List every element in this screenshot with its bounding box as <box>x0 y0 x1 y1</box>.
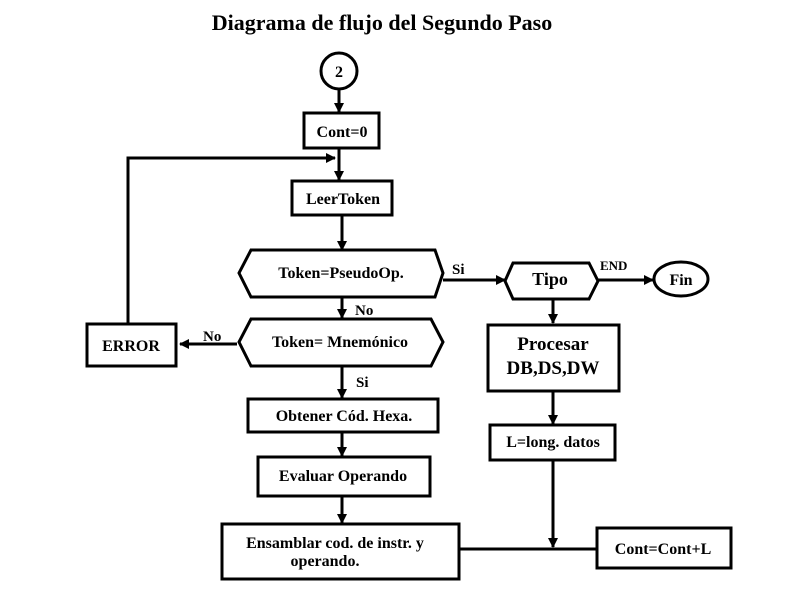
mnemonic-decision-node <box>237 317 445 368</box>
edge-labels: Si No No Si END <box>203 258 627 391</box>
read-token-node <box>290 179 394 217</box>
cont-init-label: Cont=0 <box>317 124 368 141</box>
eval-operand-node <box>256 455 432 498</box>
pseudo-yes-label: Si <box>452 262 465 278</box>
pseudo-decision-label: Token=PseudoOp. <box>278 265 403 282</box>
mnemonic-decision-label: Token= Mnemónico <box>272 334 408 351</box>
connector-node <box>319 51 359 91</box>
error-node <box>85 322 178 368</box>
node-labels: 2 Cont=0 LeerToken Token=PseudoOp. Token… <box>102 64 711 570</box>
nodes <box>85 51 733 581</box>
pseudo-decision-node <box>237 248 445 299</box>
process-label-line2: DB,DS,DW <box>507 358 600 379</box>
length-label: L=long. datos <box>506 434 600 451</box>
assemble-node <box>220 522 461 581</box>
process-node <box>486 323 621 393</box>
cont-init-node <box>302 111 381 150</box>
read-token-label: LeerToken <box>306 191 380 208</box>
assemble-label-line2: operando. <box>291 553 360 570</box>
type-end-label: END <box>600 258 627 273</box>
mnemonic-yes-label: Si <box>356 375 369 391</box>
type-decision-label: Tipo <box>532 269 568 289</box>
pseudo-no-label: No <box>355 303 373 319</box>
end-label: Fin <box>669 272 692 289</box>
mnemonic-no-label: No <box>203 329 221 345</box>
end-node <box>652 260 710 298</box>
cont-update-label: Cont=Cont+L <box>615 541 711 558</box>
edge-error-loop <box>126 153 336 323</box>
type-decision-node <box>503 261 600 301</box>
get-hex-node <box>246 397 440 434</box>
cont-update-node <box>595 526 733 570</box>
process-label-line1: Procesar <box>517 334 589 355</box>
assemble-label-line1: Ensamblar cod. de instr. y <box>246 535 424 552</box>
get-hex-label: Obtener Cód. Hexa. <box>276 408 413 425</box>
connector-label: 2 <box>335 64 343 81</box>
eval-operand-label: Evaluar Operando <box>279 468 407 485</box>
edges <box>126 90 654 551</box>
error-label: ERROR <box>102 338 160 355</box>
length-node <box>488 423 617 462</box>
diagram-title: Diagrama de flujo del Segundo Paso <box>212 10 552 35</box>
